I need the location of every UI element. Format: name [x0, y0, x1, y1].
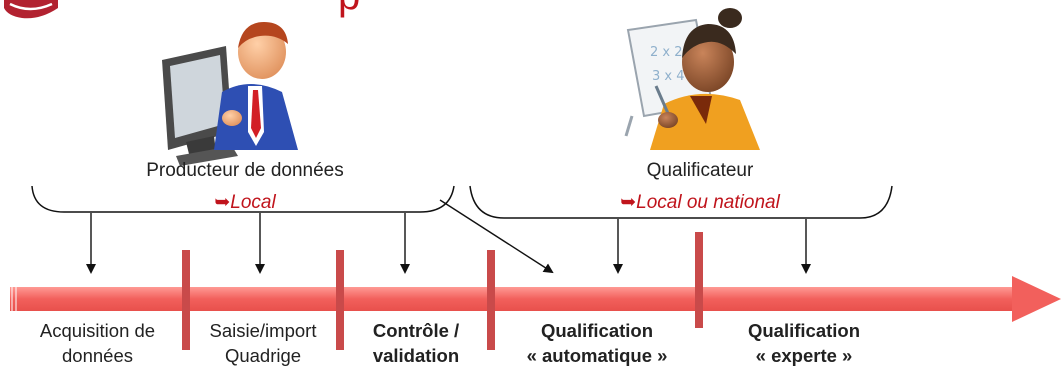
- title-fragment: p: [338, 0, 360, 19]
- stage-line2: « experte »: [755, 345, 853, 366]
- stage-line1: Acquisition de: [39, 320, 156, 341]
- stage-qualif-experte: Qualification « experte »: [712, 318, 896, 368]
- producer-scope-text: Local: [230, 192, 276, 213]
- teacher-at-board-icon: 2 x 2 3 x 4: [624, 8, 760, 150]
- stage-line1: Qualification: [540, 320, 654, 341]
- producer-scope: ➥Local: [150, 191, 340, 214]
- scope-arrow-icon: ➥: [620, 192, 637, 213]
- stage-line2: « automatique »: [526, 345, 668, 366]
- stage-acquisition: Acquisition de données: [20, 318, 175, 368]
- stage-line1: Saisie/import: [209, 320, 317, 341]
- stage-controle: Contrôle / validation: [348, 318, 484, 368]
- qualifier-label: Qualificateur: [646, 160, 754, 181]
- qualifier-scope-text: Local ou national: [636, 192, 780, 213]
- producer-brace: [31, 185, 455, 213]
- board-text-line1: 2 x 2: [650, 45, 683, 60]
- stage-line1: Qualification: [747, 320, 861, 341]
- stage-line1: Contrôle /: [372, 320, 460, 341]
- producer-label: Producteur de données: [146, 160, 344, 181]
- flow-arrows: [86, 199, 811, 274]
- board-text-line2: 3 x 4: [652, 69, 685, 84]
- logo: [4, 0, 58, 19]
- stage-line2: Quadrige: [224, 345, 302, 366]
- qualifier-brace: [469, 185, 893, 219]
- stage-separators: [182, 232, 703, 350]
- qualifier-scope: ➥Local ou national: [580, 191, 820, 214]
- person-at-computer-icon: [162, 22, 298, 166]
- timeline-arrow: [10, 276, 1061, 322]
- stage-saisie: Saisie/import Quadrige: [190, 318, 336, 368]
- stage-line2: validation: [372, 345, 460, 366]
- scope-arrow-icon: ➥: [214, 192, 231, 213]
- stage-line2: données: [62, 345, 133, 366]
- stage-qualif-auto: Qualification « automatique »: [500, 318, 694, 368]
